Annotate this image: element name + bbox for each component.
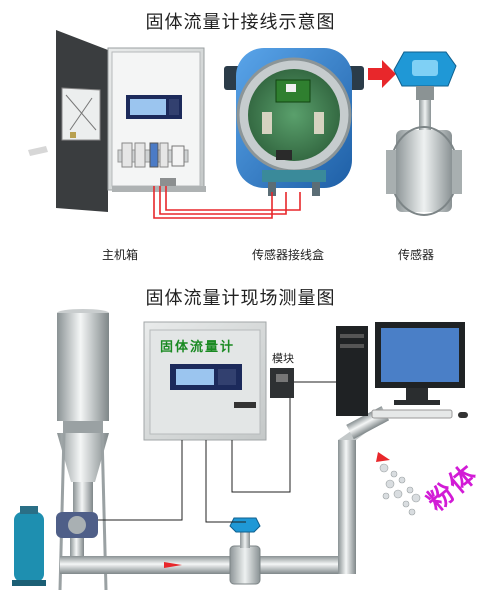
module-label: 模块 bbox=[272, 352, 294, 365]
label-sensor: 传感器 bbox=[398, 248, 435, 262]
pipeline-flow-sensor bbox=[229, 517, 261, 585]
silo bbox=[57, 309, 109, 591]
wiring-cables bbox=[153, 186, 301, 219]
flow-arrow-icon bbox=[164, 562, 182, 568]
sensor-flange bbox=[396, 130, 452, 212]
label-host: 主机箱 bbox=[102, 248, 139, 262]
host-cabinet bbox=[28, 30, 206, 212]
arrow-right-icon bbox=[368, 60, 396, 88]
flow-sensor bbox=[386, 51, 462, 216]
air-tank bbox=[12, 506, 46, 586]
cabinet-label: 固体流量计 bbox=[160, 340, 236, 355]
wiring-diagram-title: 固体流量计接线示意图 bbox=[145, 12, 336, 33]
powder-particles bbox=[379, 463, 421, 516]
computer bbox=[336, 322, 468, 419]
label-junction-box: 传感器接线盒 bbox=[252, 248, 325, 262]
rotary-feeder bbox=[56, 512, 98, 556]
door-handle-icon bbox=[28, 146, 48, 156]
outflow-arrow-icon bbox=[376, 452, 390, 462]
signal-cables bbox=[98, 381, 336, 523]
field-cabinet bbox=[143, 321, 267, 441]
field-diagram-title: 固体流量计现场测量图 bbox=[145, 288, 336, 309]
junction-box bbox=[224, 48, 364, 196]
computer-tower bbox=[336, 326, 368, 416]
module-device bbox=[270, 368, 294, 398]
